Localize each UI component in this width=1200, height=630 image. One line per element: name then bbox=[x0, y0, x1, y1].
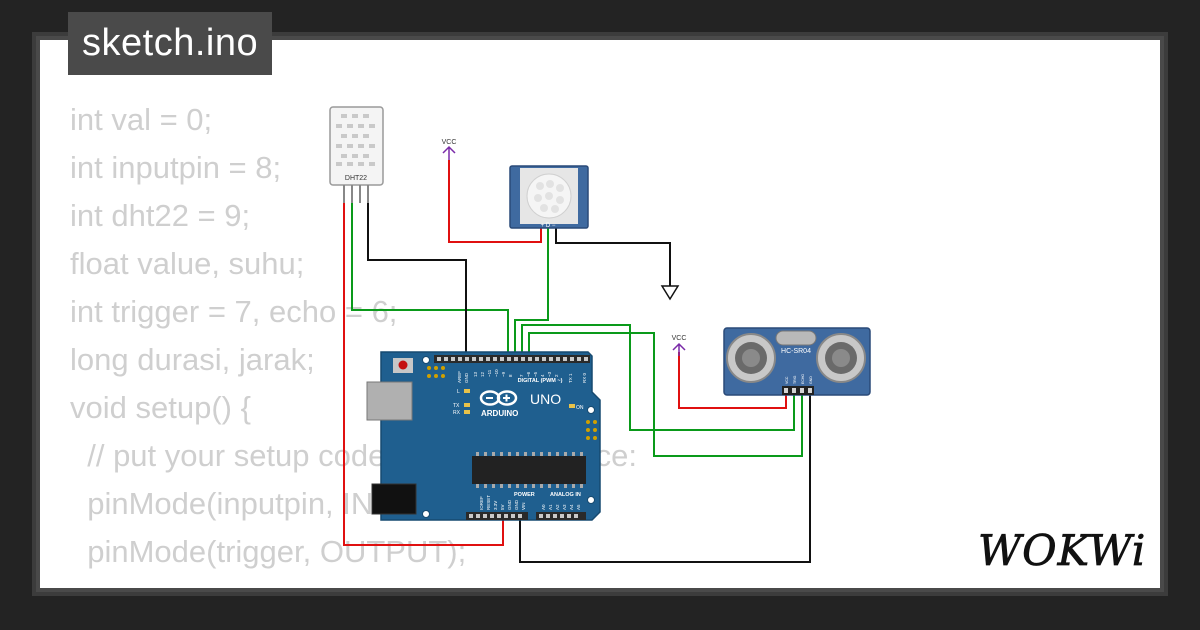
code-line: int inputpin = 8; bbox=[70, 150, 282, 185]
pin-label: AREF bbox=[457, 371, 462, 383]
arduino-logo bbox=[479, 390, 518, 406]
dht22-sensor[interactable]: DHT22 bbox=[329, 106, 384, 203]
wokwi-logo-text: WOKWi bbox=[978, 526, 1146, 575]
pin-label: ~6 bbox=[526, 371, 531, 377]
pin-label: 12 bbox=[480, 371, 485, 377]
pin-label: A4 bbox=[569, 504, 574, 510]
pin-label: 7 bbox=[519, 374, 524, 377]
vcc-label: VCC bbox=[672, 335, 687, 342]
pin-label: A1 bbox=[548, 504, 553, 510]
pin-label: IOREF bbox=[479, 496, 484, 510]
pin-label: A5 bbox=[576, 504, 581, 510]
us-pin-vcc: VCC bbox=[785, 376, 789, 384]
ground-symbol bbox=[660, 285, 680, 301]
vcc-symbol-pir: VCC bbox=[442, 139, 457, 160]
code-line: void setup() { bbox=[70, 390, 251, 425]
usb-port bbox=[366, 381, 413, 421]
pin-label: GND bbox=[464, 372, 469, 383]
file-name-tag: sketch.ino bbox=[68, 12, 273, 75]
pin-label: 4 bbox=[540, 374, 545, 377]
code-line: pinMode(echo, INPUT); bbox=[70, 576, 637, 588]
pin-label: RESET bbox=[486, 495, 491, 510]
hc-sr04-label: HC-SR04 bbox=[781, 348, 811, 355]
pin-label: 5V bbox=[500, 504, 505, 510]
analog-header-label: ANALOG IN bbox=[550, 492, 581, 498]
code-line: int dht22 = 9; bbox=[70, 198, 251, 233]
us-pin-trig: TRIG bbox=[793, 375, 797, 384]
vcc-label: VCC bbox=[442, 139, 457, 146]
pin-label: 2 bbox=[554, 374, 559, 377]
pin-label: ~3 bbox=[547, 371, 552, 377]
pin-label: RX 0 bbox=[582, 372, 587, 383]
wokwi-logo: WOKWi bbox=[978, 526, 1146, 576]
project-card[interactable]: int val = 0; int inputpin = 8; int dht22 =… bbox=[36, 36, 1164, 592]
dht-vcc-wire bbox=[343, 203, 504, 546]
pin-label: ~11 bbox=[487, 369, 492, 377]
us-pin-echo: ECHO bbox=[801, 374, 805, 384]
tx-led-label: TX bbox=[453, 403, 460, 409]
pin-label: A2 bbox=[555, 504, 560, 510]
code-line: long durasi, jarak; bbox=[70, 342, 315, 377]
pin-label: A3 bbox=[562, 504, 567, 510]
dht22-label: DHT22 bbox=[345, 175, 367, 182]
hc-sr04-sensor[interactable]: HC-SR04 VCC TRIG ECHO GND bbox=[723, 327, 871, 396]
digital-header bbox=[434, 355, 590, 363]
pir-gnd-wire bbox=[555, 225, 671, 286]
pin-label: ~9 bbox=[501, 371, 506, 377]
pir-data-wire bbox=[514, 225, 549, 358]
arduino-uno-board[interactable]: AREF GND 13 12 ~11 ~10 ~9 8 7 ~6 ~5 4 ~3… bbox=[366, 351, 601, 521]
code-line: int trigger = 7, echo = 6; bbox=[70, 294, 398, 329]
on-led-label: ON bbox=[576, 405, 584, 411]
pir-pin-labels: + D − bbox=[541, 223, 556, 229]
dht-gnd-wire bbox=[367, 203, 467, 358]
pin-label: TX 1 bbox=[568, 373, 573, 383]
pin-label: ~10 bbox=[494, 369, 499, 377]
code-line: float value, suhu; bbox=[70, 246, 305, 281]
vcc-symbol-ultrasonic: VCC bbox=[672, 335, 687, 356]
pir-vcc-wire bbox=[448, 160, 542, 243]
pin-label: 8 bbox=[508, 374, 513, 377]
rx-led-label: RX bbox=[453, 410, 461, 416]
pin-label: 13 bbox=[473, 371, 478, 377]
code-line: pinMode(trigger, OUTPUT); bbox=[70, 534, 467, 569]
us-vcc-wire bbox=[678, 352, 787, 409]
code-line: int val = 0; bbox=[70, 102, 213, 137]
power-header-label: POWER bbox=[514, 492, 535, 498]
atmega-chip bbox=[472, 456, 586, 484]
pir-sensor[interactable]: + D − bbox=[509, 165, 589, 229]
dht-data-wire bbox=[351, 203, 509, 358]
pin-label: 3.3V bbox=[493, 501, 498, 510]
wires bbox=[343, 160, 811, 563]
digital-header-label: DIGITAL (PWM ~) bbox=[518, 378, 563, 384]
power-jack bbox=[371, 483, 417, 515]
arduino-brand: ARDUINO bbox=[481, 409, 518, 418]
l-led-label: L bbox=[457, 389, 460, 395]
us-echo-wire bbox=[528, 332, 803, 457]
us-trig-wire bbox=[521, 324, 795, 431]
arduino-model: UNO bbox=[530, 391, 561, 407]
pin-label: GND bbox=[514, 499, 519, 510]
us-pin-gnd: GND bbox=[809, 376, 813, 384]
pin-label: ~5 bbox=[533, 371, 538, 377]
pin-label: VIN bbox=[521, 502, 526, 510]
pin-label: GND bbox=[507, 499, 512, 510]
pin-label: A0 bbox=[541, 504, 546, 510]
us-gnd-wire bbox=[519, 395, 811, 563]
